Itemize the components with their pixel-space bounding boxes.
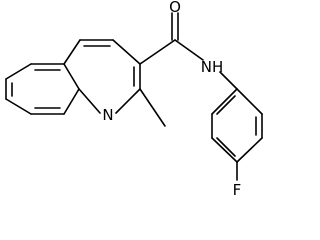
atom-labels: O NH N F <box>102 0 241 199</box>
amide-nitrogen-label: NH <box>201 58 224 76</box>
bond <box>78 88 101 114</box>
bond <box>211 137 238 163</box>
molecule-structure: O NH N F <box>5 0 263 199</box>
bond <box>112 39 141 65</box>
bond-inner <box>216 95 236 115</box>
bond <box>5 98 32 115</box>
bond <box>5 63 32 80</box>
methyl-bond <box>139 88 166 127</box>
bond <box>139 39 176 65</box>
oxygen-label: O <box>169 0 181 16</box>
bond <box>236 137 263 163</box>
fluorine-label: F <box>233 181 242 199</box>
bond <box>219 71 238 90</box>
bond <box>63 63 80 90</box>
bond <box>236 88 263 115</box>
bonds <box>5 12 263 181</box>
ring-nitrogen-label: N <box>102 106 113 124</box>
bond-inner <box>216 137 236 157</box>
amide-bond <box>174 39 204 61</box>
bond <box>115 88 141 114</box>
bond <box>63 88 80 115</box>
bond <box>211 88 238 115</box>
bond <box>63 39 81 65</box>
